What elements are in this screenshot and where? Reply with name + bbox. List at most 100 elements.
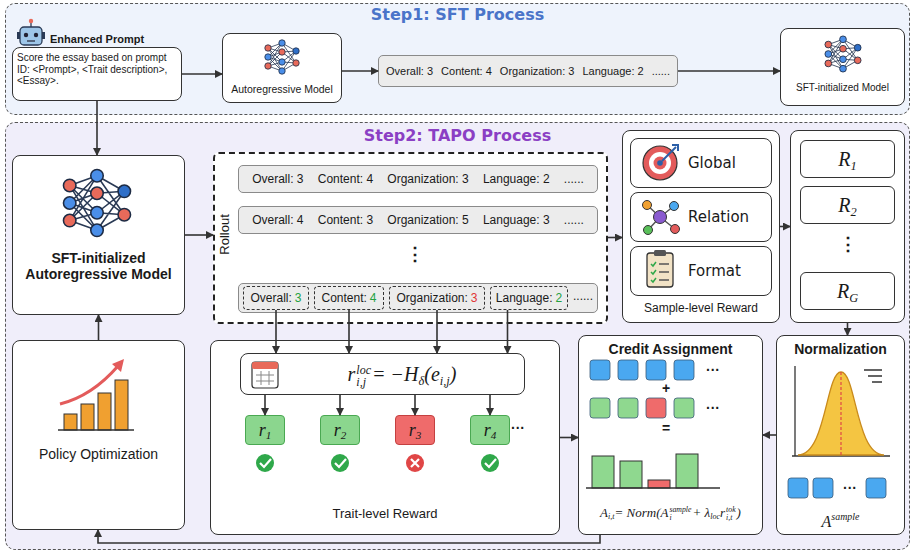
formula-part: r [484, 420, 491, 440]
reward-list: ⋮R1R2RG [790, 130, 905, 323]
formula-part: 1 [266, 429, 272, 441]
model-box: SFT-initialized Model [780, 28, 905, 106]
trait-score: Language:2 [490, 286, 568, 310]
box-label: SFT-initialized Autoregressive Model [12, 250, 185, 282]
formula-part: 1 [851, 159, 857, 173]
text-group: Content: 4 [314, 286, 384, 310]
formula-part: r [259, 420, 266, 440]
box-label: Policy Optimization [12, 446, 185, 462]
prompt-text: Score the essay based on prompt ID: <Pro… [17, 52, 179, 87]
trait-score: Organization: 3 [389, 286, 485, 310]
panel-title: Step1: SFT Process [5, 5, 910, 24]
reward-value: R1 [800, 140, 895, 178]
formula-part: ...... [564, 165, 584, 193]
box-label: = [650, 420, 682, 436]
reward-box: Relation [630, 192, 772, 242]
box-label: SFT-initialized Model [780, 82, 905, 94]
formula-part: R [838, 148, 850, 170]
text-group: r4 [470, 415, 510, 445]
rollout-group: Rollout⋮Overall: 3Content: 4Organization… [213, 152, 608, 324]
formula-part: loci,j [356, 364, 371, 388]
formula-part: 2 [851, 205, 857, 219]
formula-part: r [409, 420, 416, 440]
box-label: ⋮ [395, 244, 435, 265]
formula-part: 2 [341, 429, 347, 441]
text-group: rloci,j= −Hδ(e i,j) [282, 353, 522, 395]
text-group: Ai,t= Norm(Asamplei+ λlocrtoki,t) [578, 500, 763, 526]
box-label: ··· [698, 400, 728, 416]
text-group: R2 [800, 186, 895, 224]
formula-part: 4 [370, 291, 377, 305]
process-panel: Normalization···Asample [776, 335, 905, 535]
formula-part: Content: 3 [318, 206, 373, 234]
formula-part: (e [424, 363, 440, 385]
formula-part: r [348, 363, 356, 385]
box-label: + [650, 380, 682, 396]
process-panel: Credit Assignment···+···=Ai,t= Norm(Asam… [578, 335, 763, 535]
formula-part: Language: 2 [483, 165, 550, 193]
step-panel: Step1: SFT ProcessEnhanced PromptScore t… [5, 3, 910, 115]
reward-value: RG [800, 272, 895, 310]
formula-part: Organization: 3 [387, 165, 468, 193]
trait-score: Overall: 3 [243, 286, 309, 310]
box-label: Autoregressive Model [222, 83, 342, 95]
formula-part: Content: [321, 291, 366, 305]
reward-box: Global [630, 138, 772, 188]
text-group: r3 [395, 415, 435, 445]
text-group: Overall: 3Content: 4Organization: 3Langu… [378, 55, 678, 87]
box-label: Relation [688, 209, 768, 226]
formula-part: Language: 3 [483, 206, 550, 234]
formula-part: ...... [564, 206, 584, 234]
formula-part: R [838, 194, 850, 216]
reward-value: R2 [800, 186, 895, 224]
step-panel: Step2: TAPO ProcessSFT-initialized Autor… [5, 122, 910, 550]
trait-reward: r1 [245, 415, 285, 445]
formula-part: i [669, 514, 691, 522]
panel-heading: Credit Assignment [578, 341, 763, 357]
formula-part: 3 [416, 429, 422, 441]
text-group: Language:2 [490, 286, 568, 310]
formula-part: ) [450, 363, 457, 385]
text-group: Overall: 4Content: 3Organization: 5Langu… [238, 206, 598, 234]
formula-part: Organization: 3 [500, 55, 575, 87]
text-group: R1 [800, 140, 895, 178]
text-group: Organization: 3 [389, 286, 485, 310]
text-group: Overall: 3 [243, 286, 309, 310]
formula-part: 2 [556, 291, 563, 305]
formula-part: ) [737, 505, 741, 520]
formula-part: Overall: [250, 291, 291, 305]
box-label: Global [688, 155, 768, 172]
formula-box: rloci,j= −Hδ(e i,j) [240, 353, 525, 395]
text-group: r1 [245, 415, 285, 445]
formula-part: toki,t [726, 506, 736, 522]
formula-part: A [600, 505, 608, 520]
formula-part: r [334, 420, 341, 440]
formula-part: i,j [356, 376, 371, 388]
rollout-row: ...... Overall: 3 Content: 4 Organization: 3 La… [238, 283, 598, 313]
prompt-box: Enhanced PromptScore the essay based on … [12, 47, 182, 101]
formula-part: δ [418, 374, 424, 388]
formula-part: 3 [295, 291, 302, 305]
formula-part: 3 [471, 291, 478, 305]
trait-reward: r3 [395, 415, 435, 445]
formula-part: i,t [726, 514, 736, 522]
formula-part: r [720, 505, 725, 520]
reward-box: Format [630, 246, 772, 296]
box-label: ...... [569, 290, 597, 304]
output-box: Overall: 3Content: 4Organization: 3Langu… [378, 55, 678, 87]
text-group: RG [800, 272, 895, 310]
formula-part: i,t [608, 512, 614, 521]
panel-heading: Normalization [776, 341, 905, 357]
formula-part: tok [726, 506, 736, 514]
box-label: ··· [834, 480, 866, 496]
box-label: Format [688, 263, 768, 280]
reward-panel: Trait-level Reward···rloci,j= −Hδ(ei,j)r… [210, 340, 560, 535]
formula-part: Organization: [396, 291, 467, 305]
formula-part: Overall: 3 [252, 165, 303, 193]
formula-part: = −H [372, 363, 418, 385]
formula-part: Language: [496, 291, 553, 305]
box-label: Trait-level Reward [210, 507, 560, 522]
trait-reward: r2 [320, 415, 360, 445]
formula-part: samplei [669, 506, 691, 522]
